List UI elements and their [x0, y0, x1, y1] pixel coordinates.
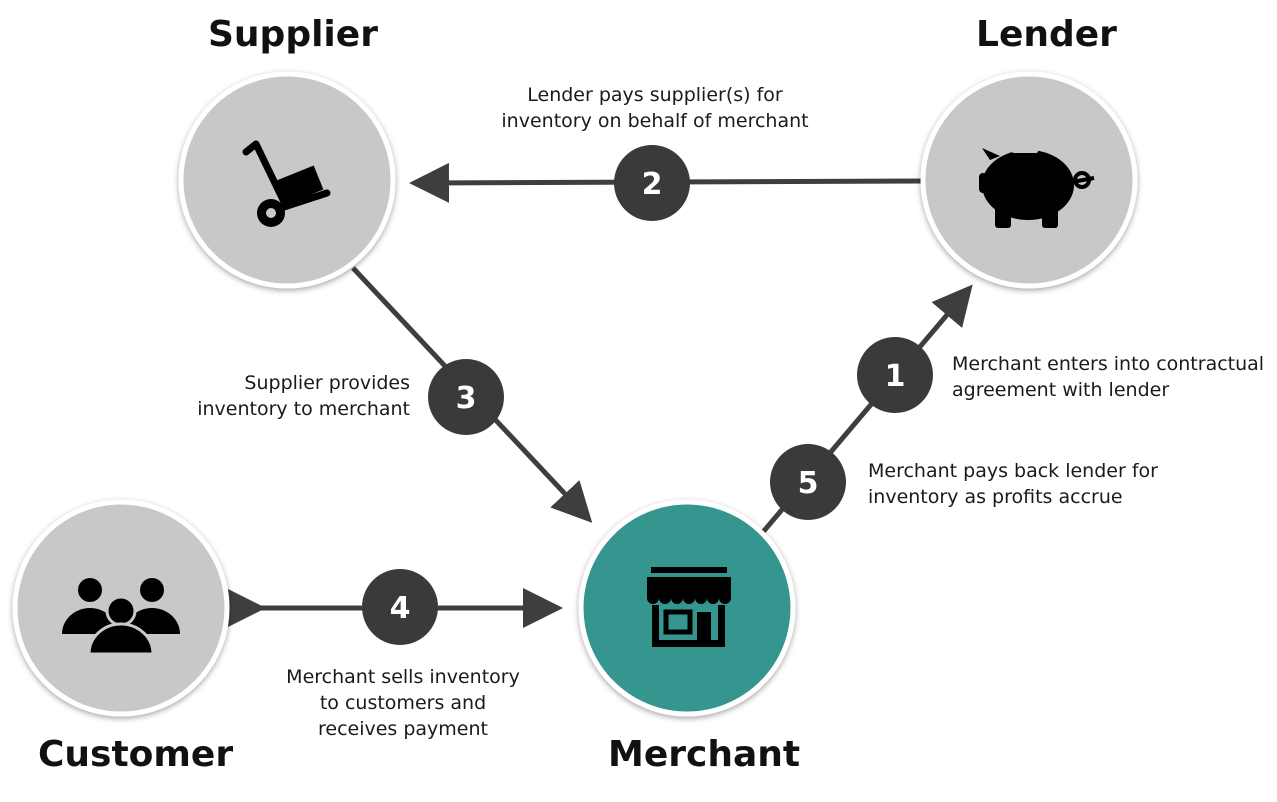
step-4-line-2: to customers and — [319, 692, 487, 714]
step-5-description: Merchant pays back lender for inventory … — [868, 458, 1168, 510]
step-4-number: 4 — [390, 591, 411, 626]
step-1-badge: 1 — [857, 337, 933, 413]
step-1-description: Merchant enters into contractual agreeme… — [952, 351, 1265, 403]
step-2-number: 2 — [642, 167, 663, 202]
step-1-line-1: Merchant enters into contractual — [952, 353, 1265, 375]
step-5-badge: 5 — [770, 444, 846, 520]
supplier-title: Supplier — [208, 14, 378, 55]
step-4-badge: 4 — [362, 569, 438, 645]
hand-truck-icon — [242, 140, 331, 227]
step-4-line-3: receives payment — [317, 718, 488, 740]
step-3-description: Supplier provides inventory to merchant — [160, 370, 410, 422]
step-5-number: 5 — [798, 466, 819, 501]
step-3-number: 3 — [456, 381, 477, 416]
step-2-line-1: Lender pays supplier(s) for — [527, 84, 783, 106]
step-3-line-2: inventory to merchant — [197, 398, 410, 420]
step-3-badge: 3 — [428, 359, 504, 435]
step-2-badge: 2 — [614, 145, 690, 221]
merchant-title: Merchant — [608, 734, 801, 775]
step-5-line-1: Merchant pays back lender for — [868, 460, 1158, 482]
piggy-bank-icon — [979, 148, 1095, 228]
merchant-node — [578, 499, 796, 717]
storefront-icon — [647, 567, 731, 647]
step-5-line-2: inventory as profits accrue — [868, 486, 1123, 508]
step-4-line-1: Merchant sells inventory — [286, 666, 520, 688]
lender-title: Lender — [976, 14, 1117, 55]
step-4-description: Merchant sells inventory to customers an… — [263, 664, 543, 742]
customer-title: Customer — [38, 734, 234, 775]
users-group-icon — [62, 578, 180, 656]
step-1-number: 1 — [885, 359, 906, 394]
step-1-line-2: agreement with lender — [952, 379, 1170, 401]
step-2-description: Lender pays supplier(s) for inventory on… — [470, 82, 840, 134]
step-2-line-2: inventory on behalf of merchant — [501, 110, 809, 132]
step-3-line-1: Supplier provides — [244, 372, 410, 394]
